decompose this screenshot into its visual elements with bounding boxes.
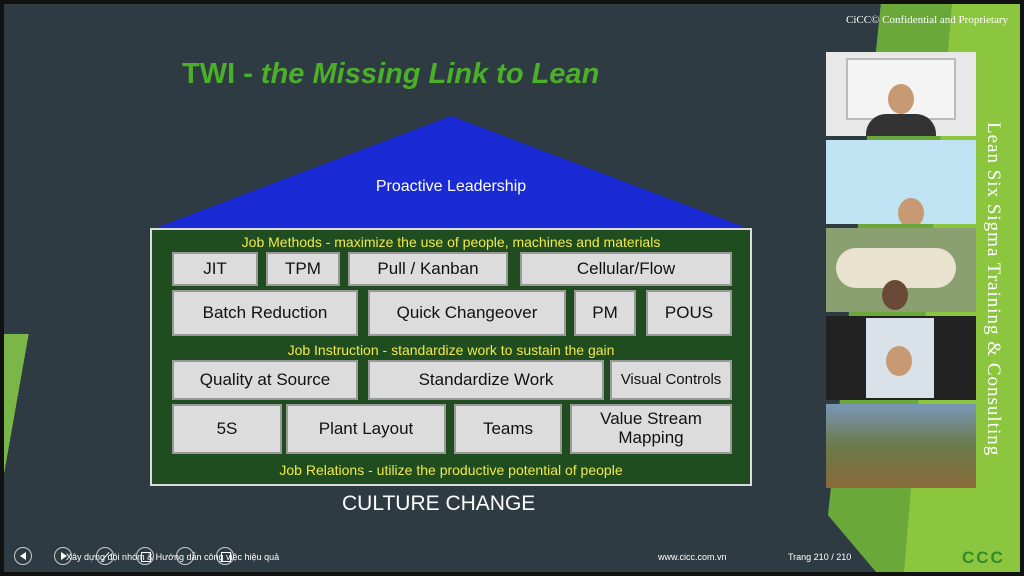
box-standardize-work: Standardize Work <box>368 360 604 400</box>
job-instruction-label: Job Instruction - standardize work to su… <box>287 342 615 358</box>
video-tile-5[interactable] <box>826 404 976 488</box>
slides-icon[interactable] <box>136 547 154 565</box>
box-pous: POUS <box>646 290 732 336</box>
page-number: Trang 210 / 210 <box>788 552 852 562</box>
house-roof <box>150 116 752 230</box>
box-value-stream-mapping: Value Stream Mapping <box>570 404 732 454</box>
box-tpm: TPM <box>266 252 340 286</box>
play-icon[interactable] <box>54 547 72 565</box>
box-pull-kanban: Pull / Kanban <box>348 252 508 286</box>
footer-website: www.cicc.com.vn <box>658 552 727 562</box>
box-quick-changeover: Quick Changeover <box>368 290 566 336</box>
box-quality-at-source: Quality at Source <box>172 360 358 400</box>
footer-caption: Xây dựng đội nhóm & Hướng dẫn công việc … <box>66 552 280 562</box>
pen-icon[interactable] <box>96 547 114 565</box>
box-teams: Teams <box>454 404 562 454</box>
job-relations-label: Job Relations - utilize the productive p… <box>279 462 623 478</box>
cicc-logo: CCC <box>962 548 1005 567</box>
more-icon[interactable] <box>216 547 234 565</box>
box-pm: PM <box>574 290 636 336</box>
zoom-icon[interactable] <box>176 547 194 565</box>
confidential-note: CiCC© Confidential and Proprietary <box>846 14 1009 26</box>
roof-label: Proactive Leadership <box>375 178 527 195</box>
box-5s: 5S <box>172 404 282 454</box>
video-tile-4[interactable] <box>826 316 976 400</box>
title-rest: the Missing Link to Lean <box>260 58 600 90</box>
vertical-banner: Lean Six Sigma Training & Consulting <box>983 122 1004 457</box>
video-tile-2[interactable] <box>826 140 976 224</box>
box-jit: JIT <box>172 252 258 286</box>
slide-title: TWI - the Missing Link to Lean <box>182 58 599 91</box>
box-cellular-flow: Cellular/Flow <box>520 252 732 286</box>
video-tile-3[interactable] <box>826 228 976 312</box>
box-plant-layout: Plant Layout <box>286 404 446 454</box>
job-methods-label: Job Methods - maximize the use of people… <box>241 234 661 250</box>
box-batch-reduction: Batch Reduction <box>172 290 358 336</box>
green-accent-left <box>4 334 44 572</box>
culture-change: CULTURE CHANGE <box>342 492 536 515</box>
box-visual-controls: Visual Controls <box>610 360 732 400</box>
prev-slide-icon[interactable] <box>14 547 32 565</box>
video-tile-1[interactable] <box>826 52 976 136</box>
slide: TWI - the Missing Link to Lean Proactive… <box>4 4 1020 572</box>
title-prefix: TWI - <box>182 58 261 90</box>
